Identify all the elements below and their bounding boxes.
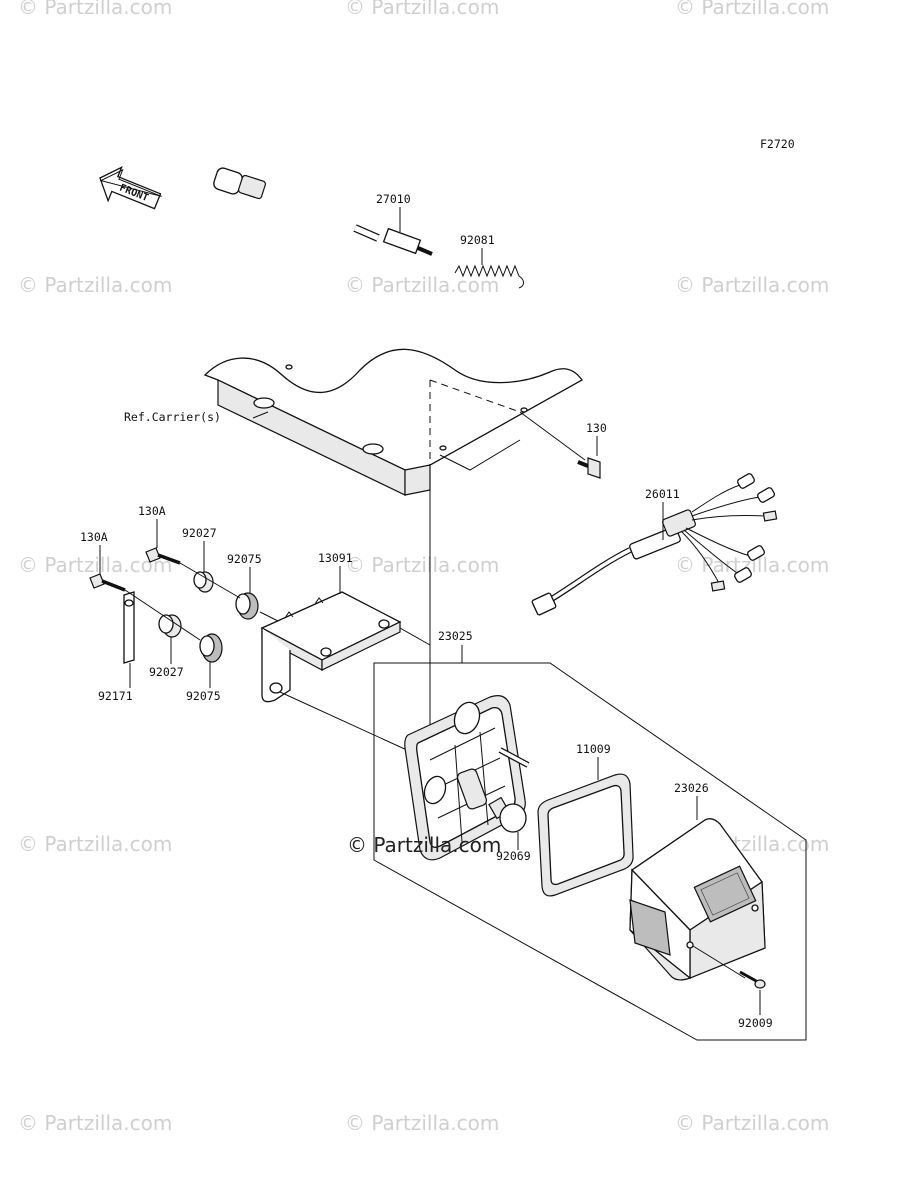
figure-code: F2720 [760, 137, 795, 151]
reference-label: Ref.Carrier(s) [124, 410, 221, 424]
label-92171: 92171 [98, 689, 133, 703]
part-26011-harness [531, 473, 778, 616]
label-26011: 26011 [645, 487, 680, 501]
watermark: © Partzilla.com [675, 1111, 829, 1135]
part-92075-grommet-bottom [199, 633, 223, 663]
front-arrow-icon: FRONT [99, 165, 162, 210]
watermark: © Partzilla.com [345, 273, 499, 297]
part-lamp-base [404, 695, 530, 861]
carrier-panel [203, 348, 583, 496]
part-130-bolt [577, 457, 601, 479]
label-23025: 23025 [438, 629, 473, 643]
part-92081-spring [454, 264, 524, 289]
part-92027-collar-top [193, 571, 214, 593]
part-23026-lens [629, 818, 766, 981]
part-92069-bulb [488, 796, 527, 833]
watermark-center: © Partzilla.com [347, 833, 501, 857]
label-92075-top: 92075 [227, 552, 262, 566]
label-92027-bottom: 92027 [149, 665, 184, 679]
label-130: 130 [586, 421, 607, 435]
watermark: © Partzilla.com [18, 832, 172, 856]
label-23026: 23026 [674, 781, 709, 795]
watermark: © Partzilla.com [18, 1111, 172, 1135]
part-92075-grommet-top [235, 592, 259, 620]
label-130a-left: 130A [80, 530, 108, 544]
watermark: © Partzilla.com [345, 553, 499, 577]
watermark: © Partzilla.com [18, 553, 172, 577]
part-13091-bracket [260, 591, 402, 703]
watermark: © Partzilla.com [18, 0, 172, 19]
label-13091: 13091 [318, 551, 353, 565]
watermark: © Partzilla.com [675, 273, 829, 297]
label-11009: 11009 [576, 742, 611, 756]
watermark: © Partzilla.com [18, 273, 172, 297]
label-27010: 27010 [376, 192, 411, 206]
label-130a-top: 130A [138, 504, 166, 518]
part-130a-bolt-left [89, 573, 126, 592]
part-92027-collar-bottom [158, 614, 182, 638]
watermark: © Partzilla.com [345, 1111, 499, 1135]
part-92171-clamp [123, 591, 135, 664]
part-92009-screw [692, 945, 766, 989]
label-92027-top: 92027 [182, 526, 217, 540]
part-27010-switch [213, 167, 433, 256]
label-92075-bottom: 92075 [186, 689, 221, 703]
watermark: © Partzilla.com [345, 0, 499, 19]
part-130a-bolt-top [145, 547, 181, 565]
label-92081: 92081 [460, 233, 495, 247]
watermark: © Partzilla.com [675, 0, 829, 19]
watermark-grid: © Partzilla.com © Partzilla.com © Partzi… [18, 0, 829, 1135]
part-11009-gasket [537, 773, 634, 897]
label-92009: 92009 [738, 1016, 773, 1030]
label-92069: 92069 [496, 849, 531, 863]
assembly-23025-outline [373, 662, 807, 1041]
